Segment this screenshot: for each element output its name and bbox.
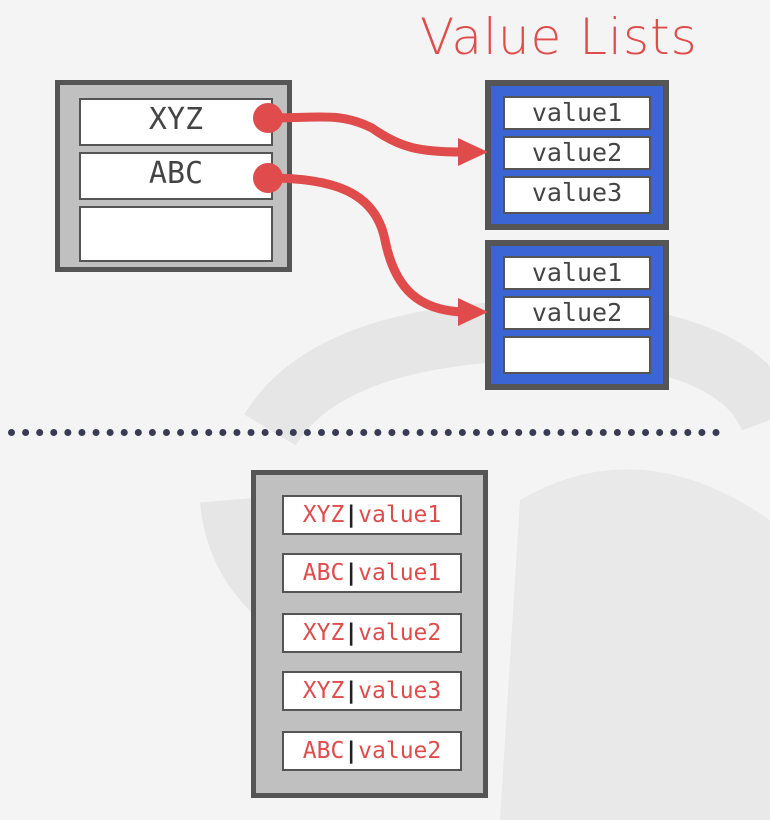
combined-entry: XYZ|value1 xyxy=(282,495,462,535)
entry-value: value1 xyxy=(358,560,442,586)
key-slot: XYZ xyxy=(79,98,273,146)
value-list-2: value1 value2 xyxy=(485,240,669,390)
diagram-title: Value Lists xyxy=(420,8,698,66)
entry-separator: | xyxy=(344,738,359,764)
value-slot: value2 xyxy=(503,136,651,170)
entry-value: value1 xyxy=(358,502,442,528)
arrowhead xyxy=(458,298,488,326)
key-slot-empty xyxy=(79,206,273,262)
combined-entry: XYZ|value2 xyxy=(282,613,462,653)
section-divider xyxy=(8,429,720,436)
pointer-origin-dot xyxy=(253,103,283,133)
pointer-arrow-xyz xyxy=(263,112,467,157)
entry-key: ABC xyxy=(302,560,345,586)
value-slot: value2 xyxy=(503,296,651,330)
value-slot: value3 xyxy=(503,176,651,214)
combined-key-value-box: XYZ|value1 ABC|value1 XYZ|value2 XYZ|val… xyxy=(251,470,488,798)
combined-entry: XYZ|value3 xyxy=(282,671,462,711)
entry-key: ABC xyxy=(302,738,345,764)
pointer-arrow-abc xyxy=(263,173,467,317)
entry-value: value2 xyxy=(358,620,442,646)
entry-key: XYZ xyxy=(302,678,345,704)
arrowhead xyxy=(458,138,488,166)
value-slot-empty xyxy=(503,336,651,374)
entry-key: XYZ xyxy=(302,620,345,646)
pointer-origin-dot xyxy=(253,163,283,193)
entry-separator: | xyxy=(344,620,359,646)
value-list-1: value1 value2 value3 xyxy=(485,80,669,230)
value-slot: value1 xyxy=(503,256,651,290)
entry-key: XYZ xyxy=(302,502,345,528)
entry-value: value2 xyxy=(358,738,442,764)
combined-entry: ABC|value2 xyxy=(282,731,462,771)
entry-separator: | xyxy=(344,560,359,586)
value-slot: value1 xyxy=(503,96,651,130)
entry-separator: | xyxy=(344,678,359,704)
entry-value: value3 xyxy=(358,678,442,704)
combined-entry: ABC|value1 xyxy=(282,553,462,593)
entry-separator: | xyxy=(344,502,359,528)
